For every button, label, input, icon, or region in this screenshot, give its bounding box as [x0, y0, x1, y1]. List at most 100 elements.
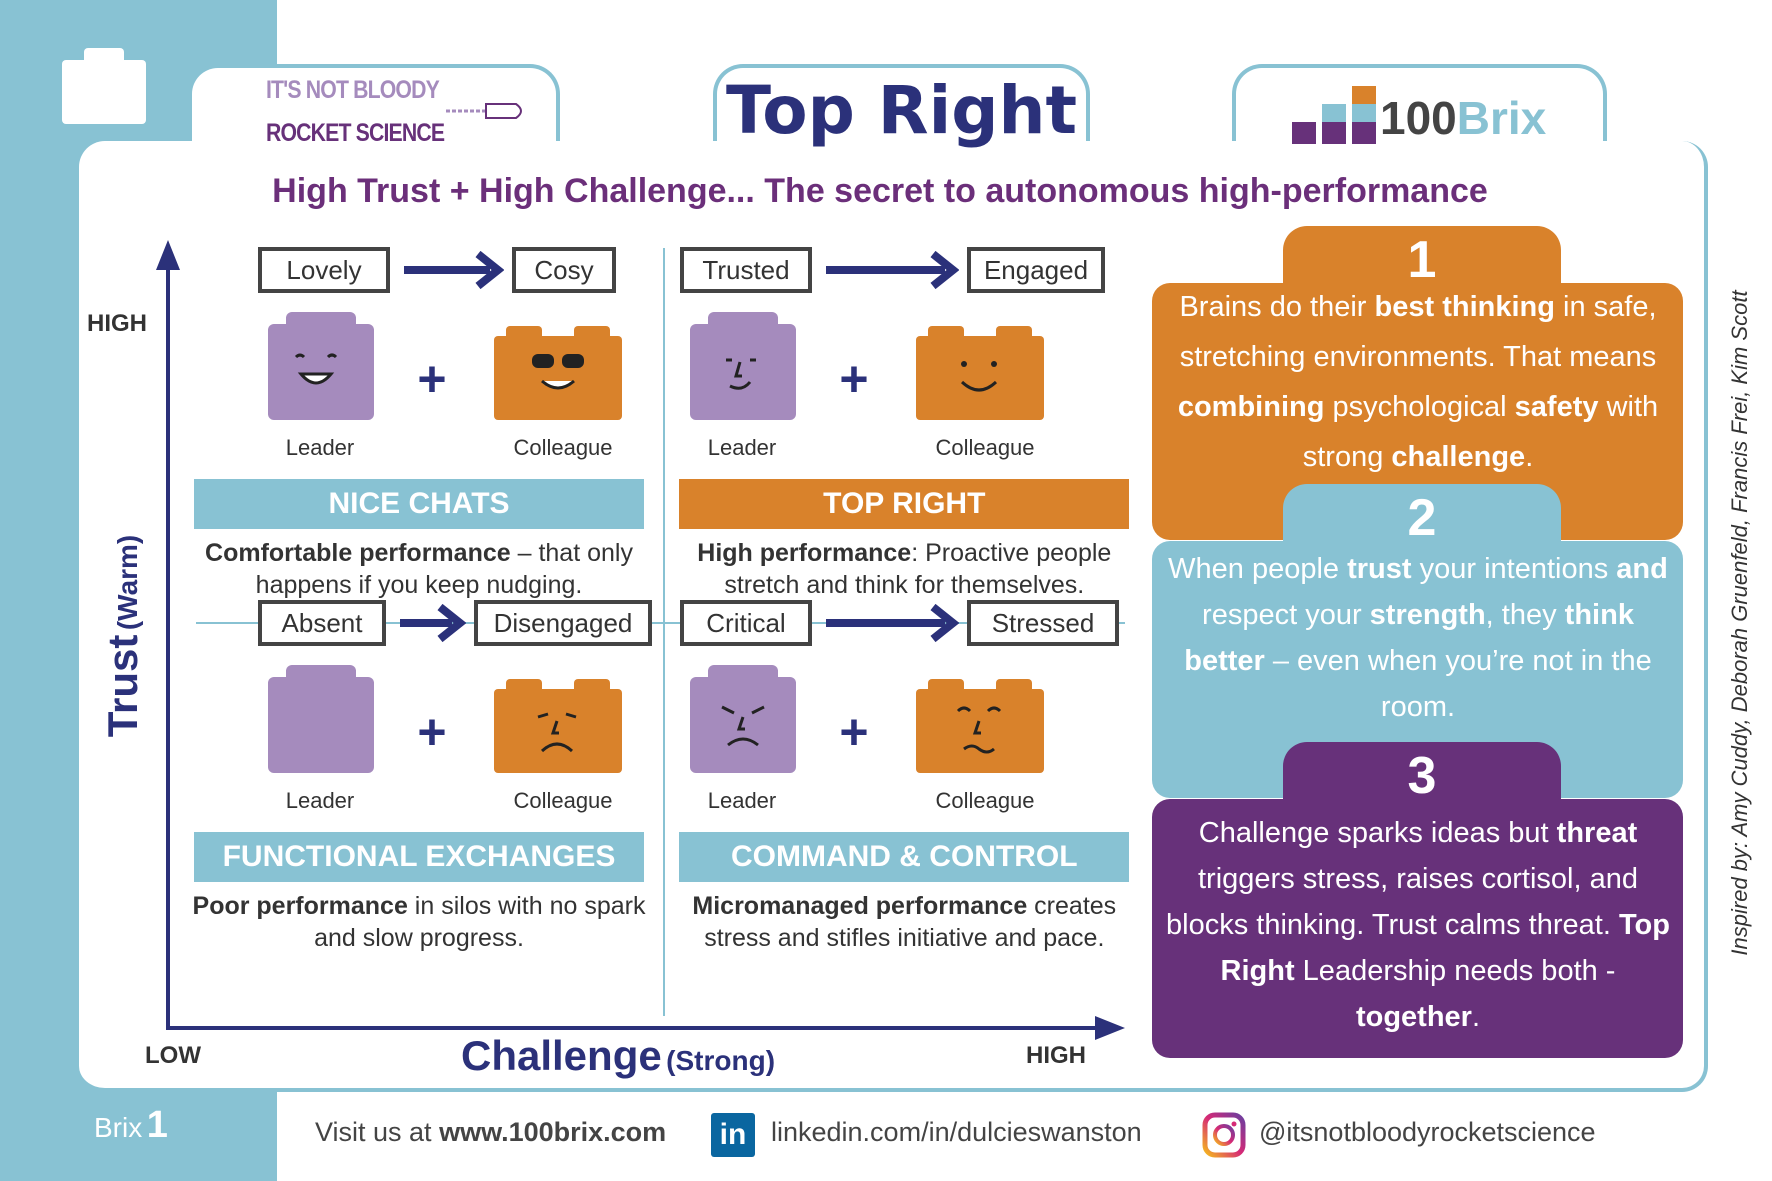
panel-text-segment: challenge: [1391, 441, 1526, 473]
panel-text: Challenge sparks ideas but threat trigge…: [1158, 810, 1678, 1040]
leader-brick-face-icon: [690, 665, 796, 773]
plus-sign: +: [839, 704, 869, 760]
credit-text: Inspired by: Amy Cuddy, Deborah Gruenfel…: [1727, 290, 1752, 956]
panel-text-segment: Top Right: [1220, 909, 1670, 987]
quadrant-divider-horizontal: [196, 622, 1125, 624]
state-before-box: Critical: [680, 600, 812, 646]
tab-center: [713, 64, 1090, 146]
quadrant-description: Micromanaged performance creates stress …: [669, 890, 1139, 954]
x-high-label: HIGH: [1026, 1042, 1086, 1069]
instagram-link[interactable]: @itsnotbloodyrocketscience: [1259, 1117, 1596, 1147]
panel-text-segment: Challenge sparks ideas but: [1198, 817, 1557, 849]
rocket-icon: [446, 103, 522, 119]
logo-line-1: IT'S NOT BLOODY: [266, 76, 440, 104]
colleague-brick-face-icon: [494, 326, 622, 420]
desc-segment: Poor performance: [192, 892, 408, 920]
desc-segment: in silos with no spark and slow progress…: [314, 892, 646, 952]
y-axis-arrow-icon: [156, 240, 180, 270]
linkedin-icon[interactable]: in: [711, 1113, 755, 1157]
leader-label: Leader: [285, 788, 355, 813]
panel-text-segment: – even when you’re not in the room.: [1264, 645, 1652, 723]
panel-text-segment: .: [1471, 1001, 1481, 1033]
arrow-right-icon: [826, 603, 959, 643]
state-after-box: Engaged: [967, 247, 1105, 293]
panel-text-segment: When people: [1168, 553, 1348, 585]
plus-sign: +: [417, 704, 447, 760]
plus-sign: +: [417, 351, 447, 407]
panel-number: 2: [1407, 489, 1437, 547]
x-axis-title: Challenge (Strong): [461, 1032, 775, 1080]
x-axis: [166, 1026, 1106, 1030]
brix-word: Brix: [94, 1112, 143, 1143]
leader-brick-face-icon: [268, 665, 374, 773]
quadrant-banner: NICE CHATS: [194, 479, 644, 529]
logo-line-2: ROCKET SCIENCE: [266, 119, 445, 147]
panel-text-segment: in safe, stretching environments. That m…: [1179, 291, 1657, 373]
subtitle: High Trust + High Challenge... The secre…: [272, 172, 1488, 210]
colleague-label: Colleague: [935, 435, 1035, 460]
linkedin-link[interactable]: linkedin.com/in/dulcieswanston: [771, 1117, 1142, 1147]
panel-text: When people trust your intentions and re…: [1158, 546, 1678, 730]
quadrant-divider-vertical: [663, 248, 665, 1016]
panel-text-segment: with strong: [1302, 391, 1659, 473]
panel-text-segment: .: [1525, 441, 1534, 473]
page-title: Top Right: [725, 72, 1078, 149]
panel-text-segment: Brains do their: [1179, 291, 1375, 323]
panel-text: Brains do their best thinking in safe, s…: [1158, 282, 1678, 482]
panel-text-segment: think better: [1184, 599, 1634, 677]
panel-text-segment: and: [1616, 553, 1668, 585]
panel-text-segment: combining: [1177, 391, 1325, 423]
plus-sign: +: [839, 351, 869, 407]
panel-number: 3: [1407, 747, 1437, 805]
leader-label: Leader: [285, 435, 355, 460]
panel-body: [1152, 799, 1683, 1058]
brick-icon: [62, 48, 146, 124]
panel-text-segment: strength: [1369, 599, 1486, 631]
instagram-icon[interactable]: [1202, 1112, 1246, 1158]
panel-text-segment: safety: [1514, 391, 1599, 423]
desc-segment: Comfortable performance: [205, 539, 511, 567]
leader-brick-face-icon: [268, 312, 374, 420]
panel-text-segment: threat: [1556, 817, 1638, 849]
panel-number: 1: [1407, 231, 1437, 289]
panel-text-segment: trust: [1347, 553, 1412, 585]
panel-text-segment: psychological: [1324, 391, 1515, 423]
y-subtitle: (Warm): [112, 534, 143, 631]
website-link[interactable]: www.100brix.com: [439, 1117, 667, 1147]
colleague-label: Colleague: [513, 435, 613, 460]
low-label: LOW: [145, 1042, 201, 1069]
state-after-box: Disengaged: [474, 600, 652, 646]
quadrant-banner: TOP RIGHT: [679, 479, 1130, 529]
arrow-right-icon: [400, 603, 466, 643]
y-axis: [166, 255, 170, 1030]
quadrant-description: Comfortable performance – that only happ…: [184, 537, 654, 601]
colleague-label: Colleague: [513, 788, 613, 813]
desc-segment: creates stress and stifles initiative an…: [704, 892, 1117, 952]
panel-text-segment: your intentions: [1411, 553, 1617, 585]
panel-text-segment: , they: [1485, 599, 1565, 631]
bricks-icon: [1292, 86, 1376, 144]
colleague-label: Colleague: [935, 788, 1035, 813]
colleague-brick-face-icon: [916, 679, 1044, 773]
logo-rocket-science: IT'S NOT BLOODY ROCKET SCIENCE: [266, 76, 522, 148]
arrow-right-icon: [404, 250, 504, 290]
website-text: Visit us at www.100brix.com: [315, 1117, 666, 1148]
x-axis-arrow-icon: [1095, 1016, 1125, 1040]
state-before-box: Trusted: [680, 247, 812, 293]
leader-label: Leader: [707, 788, 777, 813]
arrow-right-icon: [826, 250, 959, 290]
brix-number: Brix 1: [94, 1104, 168, 1147]
state-after-box: Stressed: [967, 600, 1119, 646]
leader-brick-face-icon: [690, 312, 796, 420]
visit-prefix: Visit us at: [315, 1117, 440, 1147]
brix-num: 1: [146, 1104, 168, 1146]
quadrant-banner: FUNCTIONAL EXCHANGES: [194, 832, 644, 882]
state-before-box: Absent: [258, 600, 386, 646]
x-subtitle: (Strong): [666, 1045, 776, 1076]
panel-text-segment: triggers stress, raises cortisol, and bl…: [1166, 863, 1638, 941]
x-title: Challenge: [461, 1032, 662, 1079]
colleague-brick-face-icon: [916, 326, 1044, 420]
logo-number: 100: [1380, 92, 1457, 144]
logo-word: Brix: [1456, 92, 1547, 144]
